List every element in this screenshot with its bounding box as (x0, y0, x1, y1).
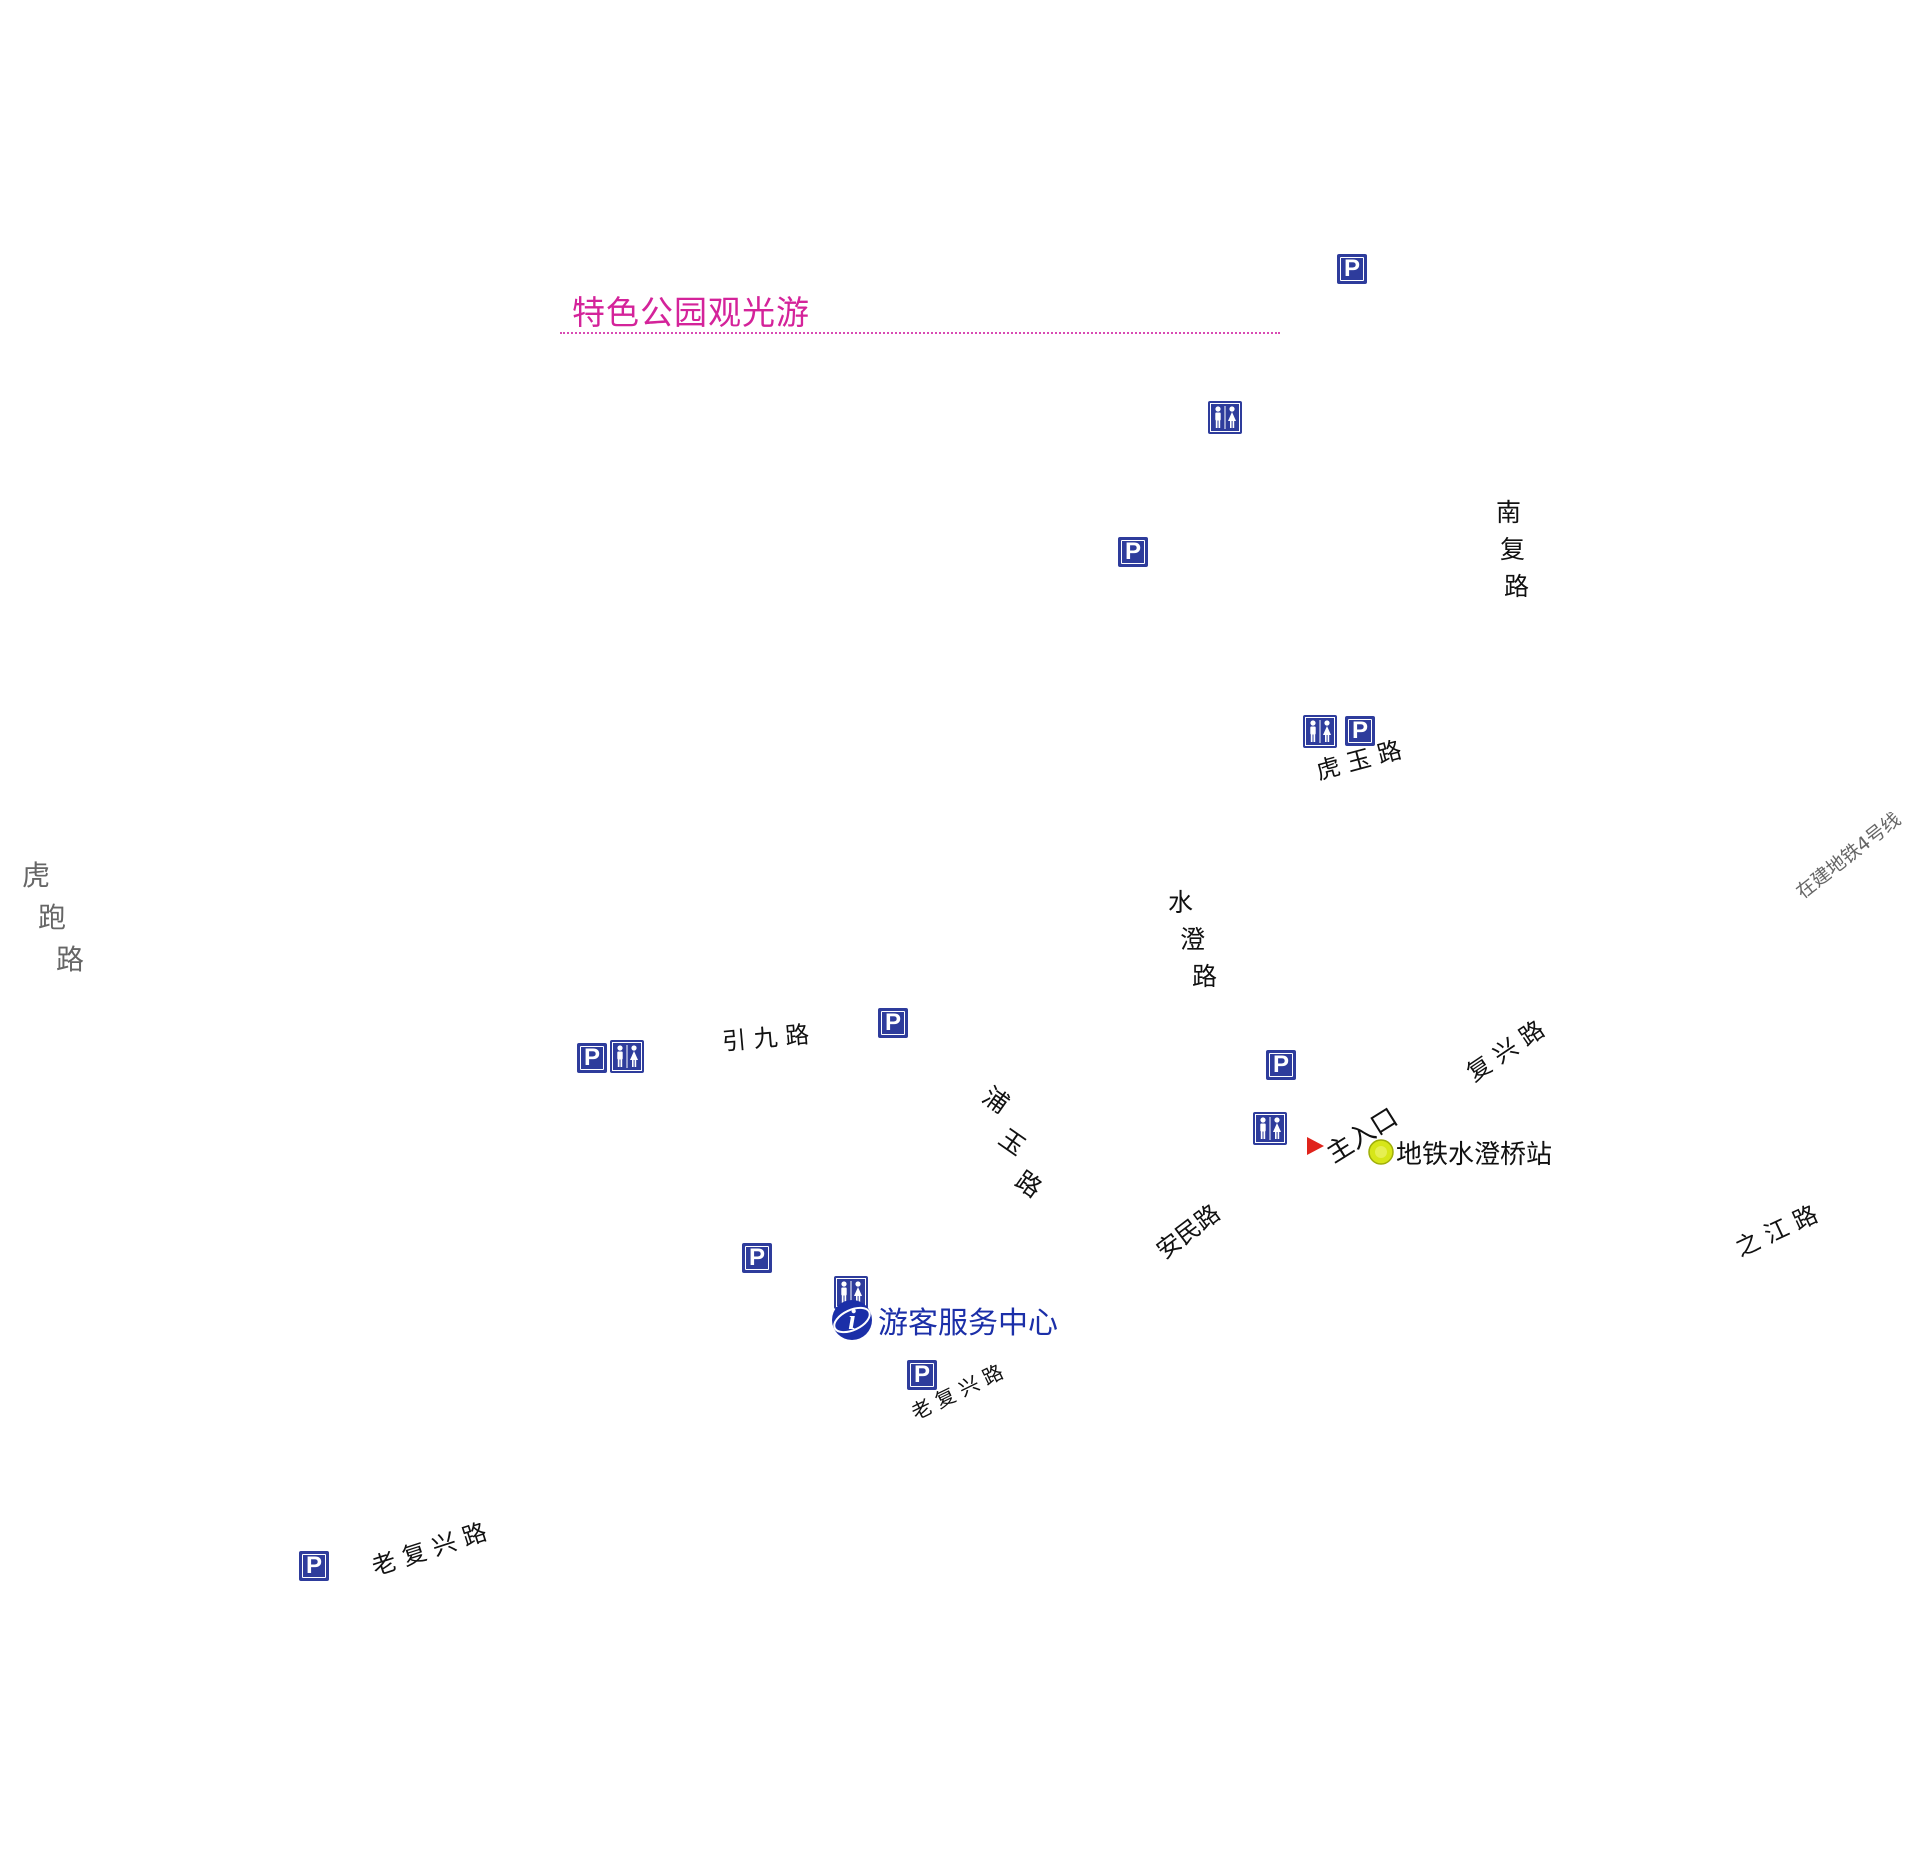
restroom-symbol (1310, 720, 1331, 743)
road-char: 澄 (1180, 925, 1206, 954)
road-char: 跑 (38, 901, 67, 934)
road-char: 虎 (22, 859, 51, 892)
road-label-anmin: 安民路 (1151, 1198, 1226, 1265)
metro-line-label: 在建地铁4号线 (1792, 808, 1906, 904)
road-char: 玉 (993, 1123, 1031, 1162)
info-icon: i (832, 1300, 872, 1340)
parking-icon: P (1266, 1050, 1296, 1080)
restroom-frame (1210, 403, 1240, 432)
road-label-fuxing: 复 兴 路 (1461, 1015, 1550, 1088)
parking-icon: P (878, 1008, 908, 1038)
parking-icon: P (1118, 537, 1148, 567)
road-label-zhijiang: 之 江 路 (1731, 1200, 1823, 1263)
road-label-puyu: 浦 玉 路 (977, 1081, 1047, 1203)
road-char: 路 (56, 943, 85, 976)
parking-icon: P (577, 1043, 607, 1073)
parking-icon: P (1345, 716, 1375, 746)
parking-letter: P (1348, 719, 1372, 743)
parking-icon: P (299, 1551, 329, 1581)
restroom-frame (1255, 1114, 1285, 1143)
entrance-arrow-icon (1307, 1137, 1324, 1155)
road-char: 路 (1504, 572, 1530, 601)
restroom-frame (612, 1042, 642, 1071)
visitor-center-label: 游客服务中心 (878, 1306, 1058, 1341)
parking-letter: P (1269, 1053, 1293, 1077)
map-title: 特色公园观光游 (572, 293, 810, 332)
parking-icon: P (742, 1243, 772, 1273)
parking-letter: P (910, 1363, 934, 1387)
road-char: 南 (1496, 498, 1522, 527)
restroom-icon (1303, 715, 1337, 748)
parking-letter: P (302, 1554, 326, 1578)
parking-letter: P (580, 1046, 604, 1070)
road-label-shuicheng: 水 澄 路 (1168, 890, 1217, 989)
parking-letter: P (881, 1011, 905, 1035)
road-label-yinjiu: 引 九 路 (720, 1020, 811, 1056)
restroom-icon (610, 1040, 644, 1073)
road-char: 路 (1009, 1165, 1048, 1204)
title-underline (560, 332, 1280, 334)
parking-letter: P (745, 1246, 769, 1270)
parking-icon: P (907, 1360, 937, 1390)
road-label-laofuxing: 老 复 兴 路 (368, 1517, 491, 1582)
road-char: 复 (1500, 535, 1526, 564)
restroom-icon (1253, 1112, 1287, 1145)
restroom-symbol (1215, 406, 1236, 429)
restroom-symbol (617, 1045, 638, 1068)
svg-text:i: i (848, 1305, 856, 1336)
restroom-icon (1208, 401, 1242, 434)
restroom-symbol (841, 1281, 862, 1304)
parking-icon: P (1337, 254, 1367, 284)
road-char: 路 (1192, 962, 1218, 991)
metro-station-label: 地铁水澄桥站 (1396, 1140, 1553, 1170)
metro-station-icon (1368, 1139, 1394, 1165)
road-label-nanfu: 南 复 路 (1496, 500, 1529, 599)
parking-letter: P (1340, 257, 1364, 281)
road-char: 水 (1168, 888, 1194, 917)
road-label-hupao: 虎 跑 路 (22, 862, 84, 974)
parking-letter: P (1121, 540, 1145, 564)
restroom-symbol (1260, 1117, 1281, 1140)
restroom-frame (1305, 717, 1335, 746)
